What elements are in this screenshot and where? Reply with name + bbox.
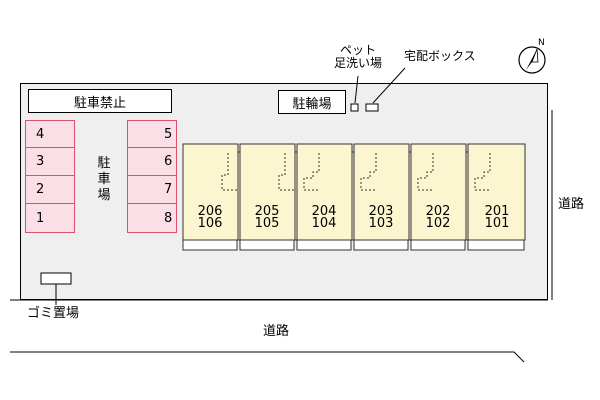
unit-205-105: 205 105 bbox=[240, 204, 294, 231]
bicycle-parking-label: 駐輪場 bbox=[292, 96, 332, 112]
parking-space-8: 8 bbox=[127, 203, 177, 233]
parking-space-number: 3 bbox=[36, 154, 45, 169]
parking-space-number: 5 bbox=[164, 126, 173, 142]
parking-space-number: 7 bbox=[164, 182, 173, 197]
parking-space-1: 1 bbox=[25, 203, 75, 233]
bicycle-parking-sign: 駐輪場 bbox=[278, 90, 346, 114]
unit-lower-number: 105 bbox=[254, 216, 280, 231]
unit-201-101: 201 101 bbox=[470, 204, 524, 231]
road-bottom-text: 道路 bbox=[263, 324, 290, 339]
parking-space-5: 5 bbox=[127, 120, 177, 148]
unit-lower-number: 103 bbox=[368, 216, 394, 231]
unit-upper-number: 205 bbox=[254, 204, 280, 219]
unit-upper-number: 202 bbox=[425, 204, 451, 219]
unit-lower-number: 104 bbox=[311, 216, 337, 231]
road-bottom-label: 道路 bbox=[263, 320, 289, 339]
unit-lower-number: 101 bbox=[484, 216, 510, 231]
unit-206-106: 206 106 bbox=[183, 204, 237, 231]
unit-204-104: 204 104 bbox=[297, 204, 351, 231]
parking-space-number: 1 bbox=[36, 210, 45, 226]
parking-lot-label: 駐 車 場 bbox=[96, 156, 112, 204]
unit-203-103: 203 103 bbox=[354, 204, 408, 231]
parking-space-number: 8 bbox=[164, 210, 173, 226]
unit-lower-number: 102 bbox=[425, 216, 451, 231]
delivery-box-label: 宅配ボックス bbox=[404, 50, 476, 63]
delivery-box-text: 宅配ボックス bbox=[404, 49, 476, 63]
parking-label-char: 駐 bbox=[97, 156, 111, 171]
parking-space-6: 6 bbox=[127, 147, 177, 176]
road-right-text: 道路 bbox=[558, 197, 585, 212]
pet-footwash-line2: 足洗い場 bbox=[334, 56, 383, 70]
unit-upper-number: 206 bbox=[197, 204, 223, 219]
pet-footwash-label-line2: 足洗い場 bbox=[334, 57, 382, 70]
parking-space-number: 6 bbox=[164, 154, 173, 169]
parking-space-7: 7 bbox=[127, 175, 177, 204]
road-right-label: 道路 bbox=[558, 193, 584, 212]
north-compass-icon: N bbox=[514, 38, 550, 76]
parking-space-number: 4 bbox=[36, 126, 45, 142]
parking-space-number: 2 bbox=[36, 182, 45, 197]
no-parking-label: 駐車禁止 bbox=[73, 95, 126, 111]
parking-label-char: 場 bbox=[97, 188, 111, 203]
parking-label-char: 車 bbox=[97, 172, 111, 187]
unit-202-102: 202 102 bbox=[411, 204, 465, 231]
pet-footwash-line1: ペット bbox=[340, 43, 377, 57]
unit-upper-number: 203 bbox=[368, 204, 394, 219]
garbage-label: ゴミ置場 bbox=[27, 307, 79, 320]
compass-letter: N bbox=[538, 38, 545, 48]
unit-lower-number: 106 bbox=[197, 216, 223, 231]
pet-footwash-label: ペット bbox=[340, 43, 377, 57]
unit-upper-number: 204 bbox=[311, 204, 337, 219]
unit-upper-number: 201 bbox=[484, 204, 510, 219]
garbage-text: ゴミ置場 bbox=[27, 306, 80, 321]
no-parking-sign: 駐車禁止 bbox=[28, 89, 172, 113]
